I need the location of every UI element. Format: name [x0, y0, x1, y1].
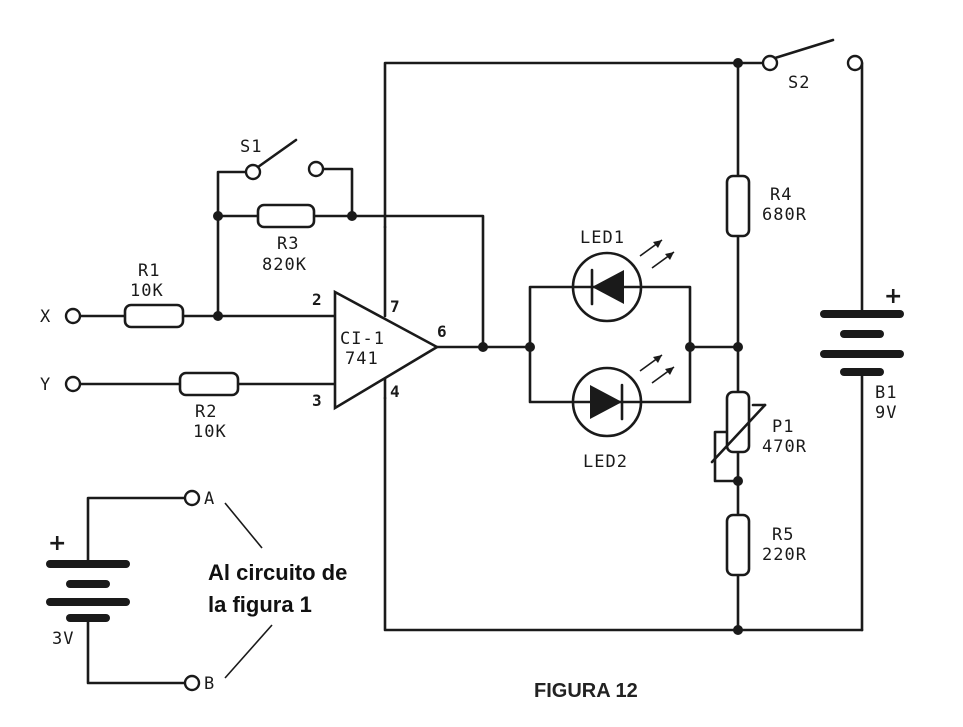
pin-4-label: 4 [390, 382, 400, 401]
r4-value: 680R [762, 205, 807, 225]
r5-name: R5 [772, 525, 794, 545]
battery-3v [46, 560, 130, 622]
pin-7-label: 7 [390, 297, 400, 316]
r2-value: 10K [193, 422, 227, 442]
r4-name: R4 [770, 185, 792, 205]
resistor-r3 [256, 203, 316, 229]
resistor-r4 [725, 174, 751, 238]
terminal-a [183, 489, 201, 507]
r3-value: 820K [262, 255, 307, 275]
p1-name: P1 [772, 417, 794, 437]
b1-value: 9V [875, 403, 897, 423]
battery-3v-value: 3V [52, 629, 74, 649]
battery-3v-plus-sign: + [48, 531, 66, 556]
annotation-line-1: Al circuito de [208, 560, 347, 585]
potentiometer-p1 [710, 390, 767, 464]
battery-b1 [820, 310, 904, 376]
resistor-r1 [123, 303, 185, 329]
terminal-a-label: A [204, 489, 215, 509]
terminal-y [64, 375, 82, 393]
r3-name: R3 [277, 234, 299, 254]
terminal-x [64, 307, 82, 325]
r1-value: 10K [130, 281, 164, 301]
resistor-r5 [725, 513, 751, 577]
pin-2-label: 2 [312, 290, 322, 309]
opamp-ci1 [333, 289, 440, 411]
terminal-b [183, 674, 201, 692]
r1-name: R1 [138, 261, 160, 281]
junction-dots [213, 58, 743, 635]
led2 [571, 354, 675, 438]
s1-label: S1 [240, 137, 262, 157]
switch-s1 [244, 138, 325, 181]
terminal-b-label: B [204, 674, 215, 694]
led1 [571, 239, 675, 323]
opamp-part: 741 [345, 349, 379, 369]
led1-label: LED1 [580, 228, 625, 248]
led2-label: LED2 [583, 452, 628, 472]
b1-plus-sign: + [884, 284, 902, 309]
annotation-line-2: la figura 1 [208, 592, 312, 617]
r5-value: 220R [762, 545, 807, 565]
terminal-x-label: X [40, 307, 51, 327]
resistor-r2 [178, 371, 240, 397]
b1-name: B1 [875, 383, 897, 403]
p1-value: 470R [762, 437, 807, 457]
figure-caption: FIGURA 12 [534, 680, 638, 702]
opamp-name: CI-1 [340, 329, 385, 349]
switch-s2 [761, 38, 864, 72]
s2-label: S2 [788, 73, 810, 93]
r2-name: R2 [195, 402, 217, 422]
terminal-y-label: Y [40, 375, 51, 395]
pin-3-label: 3 [312, 391, 322, 410]
pin-6-label: 6 [437, 322, 447, 341]
